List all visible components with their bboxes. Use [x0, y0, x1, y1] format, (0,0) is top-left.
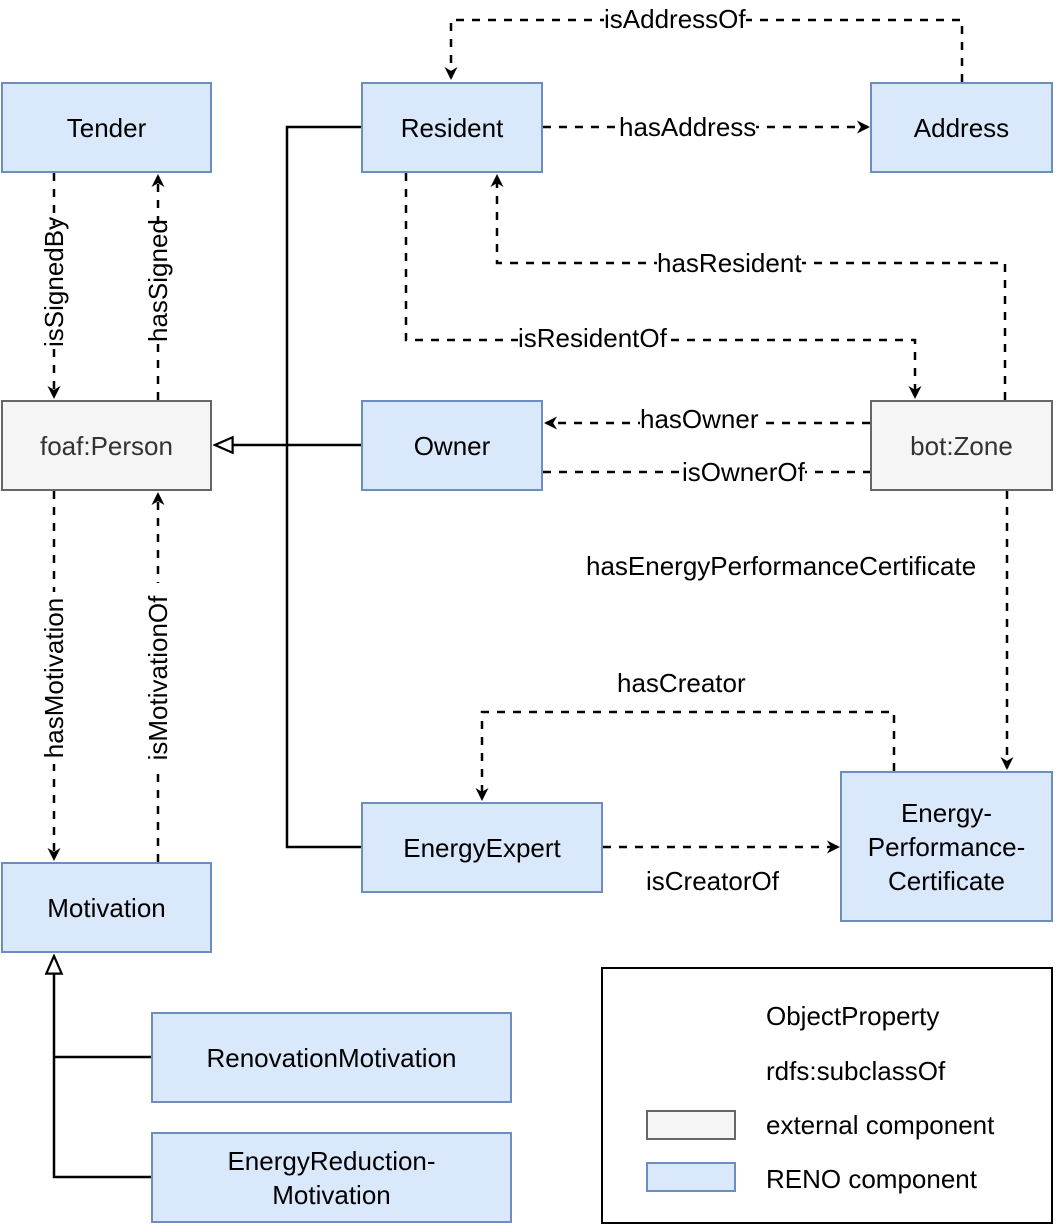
label-is-signed-by: isSignedBy: [39, 216, 69, 347]
node-bot-zone: bot:Zone: [870, 400, 1053, 491]
label-is-creator-of: isCreatorOf: [646, 866, 779, 896]
node-owner: Owner: [361, 400, 543, 491]
edge-has-creator: [475, 710, 896, 801]
node-tender: Tender: [1, 82, 212, 173]
node-address: Address: [870, 82, 1053, 173]
legend-external-label: external component: [766, 1110, 995, 1140]
legend-external-swatch: [646, 1110, 736, 1140]
subclass-expert-person: [285, 445, 361, 849]
node-resident: Resident: [361, 82, 543, 173]
node-energy-reduction-motivation: EnergyReduction- Motivation: [151, 1132, 512, 1223]
label-has-address: hasAddress: [619, 112, 757, 142]
label-has-energy-performance-certificate: hasEnergyPerformanceCertificate: [586, 551, 977, 581]
label-is-motivation-of: isMotivationOf: [143, 583, 173, 773]
node-energy-performance-certificate: Energy- Performance- Certificate: [840, 771, 1053, 922]
legend-subclass-label: rdfs:subclassOf: [766, 1056, 946, 1086]
legend-object-property-label: ObjectProperty: [766, 1001, 940, 1031]
subclass-resident-person: [285, 125, 361, 445]
label-is-resident-of: isResidentOf: [518, 323, 667, 353]
legend-reno-label: RENO component: [766, 1164, 977, 1194]
label-is-address-of: isAddressOf: [604, 4, 746, 34]
node-energy-expert: EnergyExpert: [361, 802, 603, 893]
label-has-motivation: hasMotivation: [39, 592, 69, 764]
edge-has-resident: [490, 174, 1007, 400]
label-has-creator: hasCreator: [617, 668, 746, 698]
label-has-owner: hasOwner: [640, 404, 759, 434]
label-has-signed: hasSigned: [143, 219, 173, 342]
label-is-owner-of: isOwnerOf: [682, 457, 805, 487]
label-has-resident: hasResident: [657, 248, 802, 278]
node-motivation: Motivation: [1, 862, 212, 953]
edge-is-resident-of: [404, 173, 922, 399]
subclass-energyreduction-motivation: [54, 956, 151, 1179]
node-foaf-person: foaf:Person: [1, 400, 212, 491]
legend-reno-swatch: [646, 1162, 736, 1192]
node-renovation-motivation: RenovationMotivation: [151, 1012, 512, 1103]
